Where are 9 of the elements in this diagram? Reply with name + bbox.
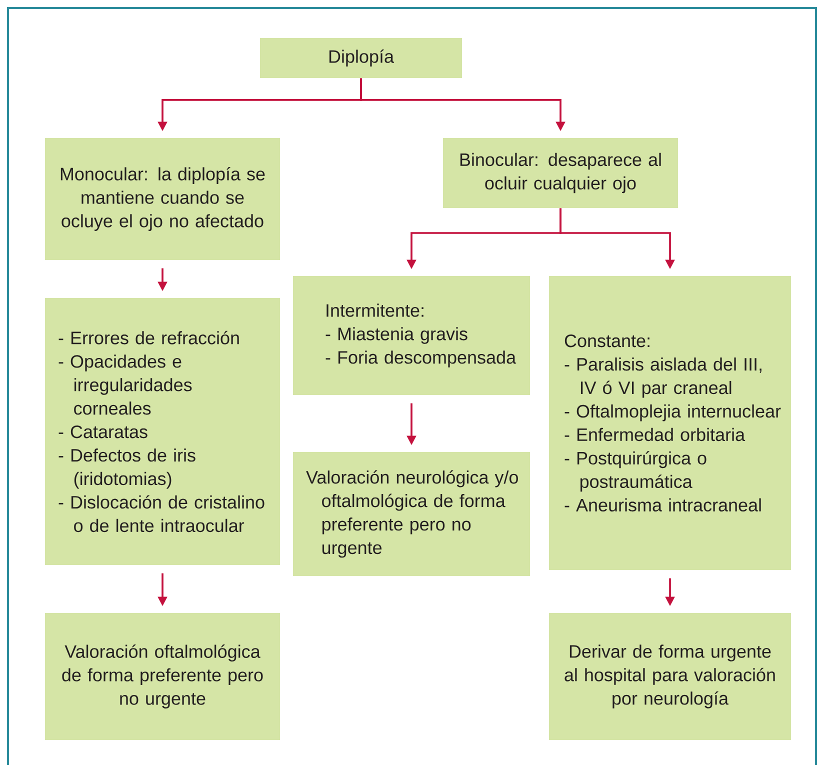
- flow-box: Derivar de forma urgente al hospital para valoración por neurología: [549, 613, 791, 740]
- flow-box: Binocular: desaparece al ocluir cualquier ojo: [443, 138, 678, 208]
- flow-box: Valoración oftalmológica de forma preferente pero no urgente: [45, 613, 280, 740]
- list-box: - Errores de refracción - Opacidades e irregularidades corneales - Cataratas - Defectos de iris (iridotomias) - Dislocación de cristalino o de lente intraocular: [45, 298, 280, 565]
- list-box: Valoración neurológica y/o oftalmológica de forma preferente pero no urgente: [293, 452, 530, 576]
- flow-box: Monocular: la diplopía se mantiene cuando se ocluye el ojo no afectado: [45, 138, 280, 260]
- flow-box: Diplopía: [260, 38, 462, 78]
- list-box: Constante: - Paralisis aislada del III, IV ó VI par craneal - Oftalmoplejia internuclear - Enfermedad orbitaria - Postquirúrgica o postraumática - Aneurisma intracraneal: [549, 276, 791, 570]
- list-box: Intermitente: - Miastenia gravis - Foria descompensada: [293, 276, 530, 395]
